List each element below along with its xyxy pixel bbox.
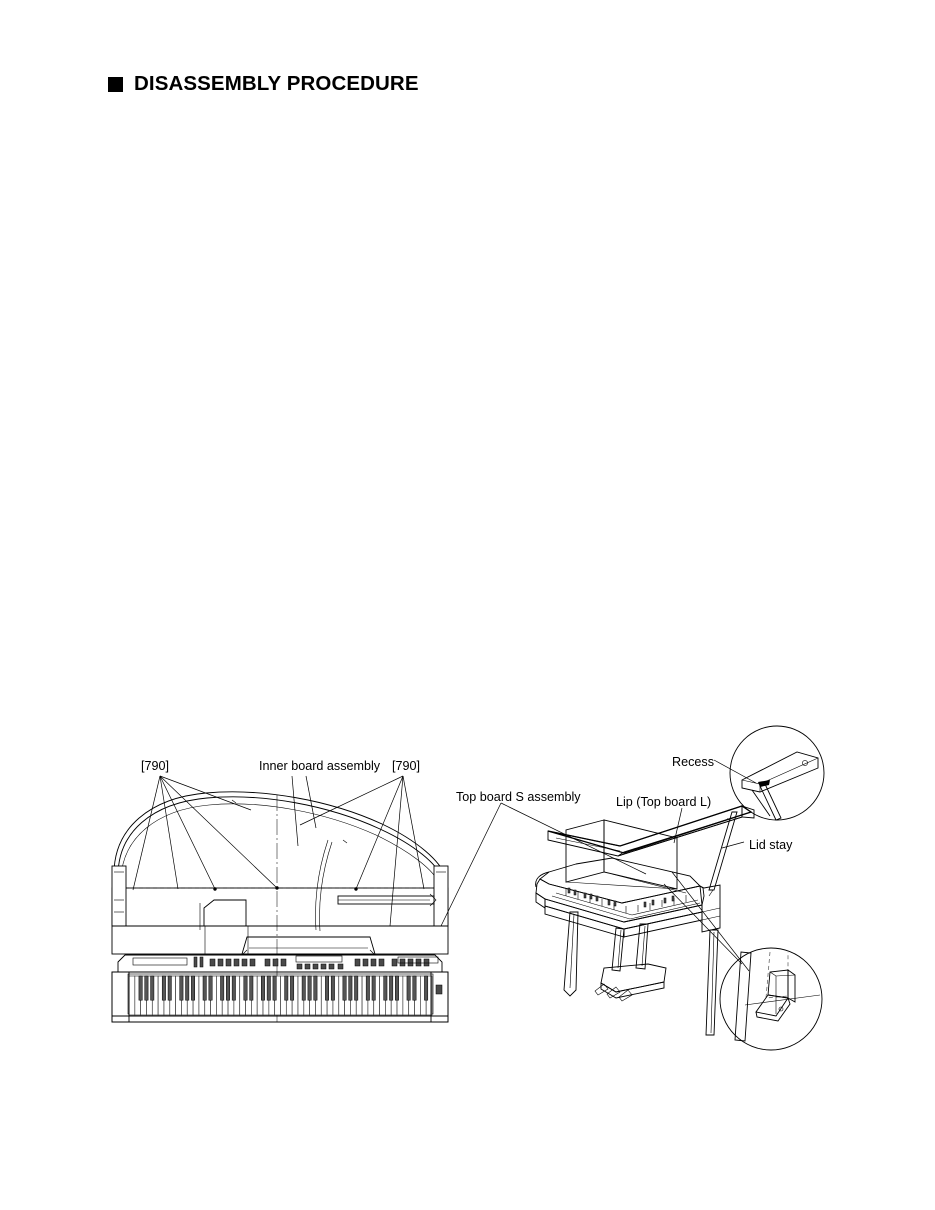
music-rest bbox=[565, 819, 687, 894]
piano-body-upper bbox=[111, 865, 449, 927]
perspective-view: Top board S assembly Lip (Top board L) R… bbox=[440, 725, 825, 1051]
music-rest-front bbox=[199, 899, 247, 930]
control-panel bbox=[117, 954, 443, 973]
label-lip-top-board-l: Lip (Top board L) bbox=[616, 795, 711, 809]
inner-board-curve-2 bbox=[319, 841, 333, 932]
label-790-right: [790] bbox=[392, 759, 420, 773]
inner-board-curve bbox=[315, 839, 329, 931]
front-view: [790] Inner board assembly [790] bbox=[111, 759, 449, 1023]
panel-button-group-d bbox=[391, 958, 430, 967]
leader-inner-board bbox=[291, 775, 317, 847]
leaders-perspective bbox=[440, 759, 757, 972]
page-title: DISASSEMBLY PROCEDURE bbox=[134, 72, 419, 95]
leader-790-left bbox=[132, 775, 279, 891]
panel-button-group-c bbox=[354, 958, 385, 967]
top-board-open-arc bbox=[113, 791, 447, 882]
label-top-board-s-assembly: Top board S assembly bbox=[456, 790, 581, 804]
lid-stay-rod bbox=[708, 811, 738, 897]
fallboard-band bbox=[111, 925, 449, 955]
panel-button-group-b bbox=[264, 958, 287, 967]
panel-button-group-a bbox=[209, 958, 256, 967]
keyboard bbox=[111, 971, 449, 1023]
label-lid-stay: Lid stay bbox=[749, 838, 793, 852]
label-recess: Recess bbox=[672, 755, 714, 769]
detail-stay-bracket bbox=[719, 947, 823, 1051]
panel-display-block bbox=[295, 955, 344, 970]
filled-square-bullet-icon bbox=[108, 76, 123, 92]
pedals bbox=[594, 983, 633, 1002]
piano-legs bbox=[563, 911, 719, 1036]
top-board-lid bbox=[547, 805, 755, 857]
detail-recess bbox=[729, 725, 825, 821]
leader-790-right bbox=[299, 775, 425, 927]
page-heading: DISASSEMBLY PROCEDURE bbox=[108, 72, 419, 95]
piano-body-perspective bbox=[535, 857, 721, 938]
label-790-left: [790] bbox=[141, 759, 169, 773]
pedal-unit bbox=[594, 963, 667, 1002]
label-inner-board-assembly: Inner board assembly bbox=[259, 759, 381, 773]
